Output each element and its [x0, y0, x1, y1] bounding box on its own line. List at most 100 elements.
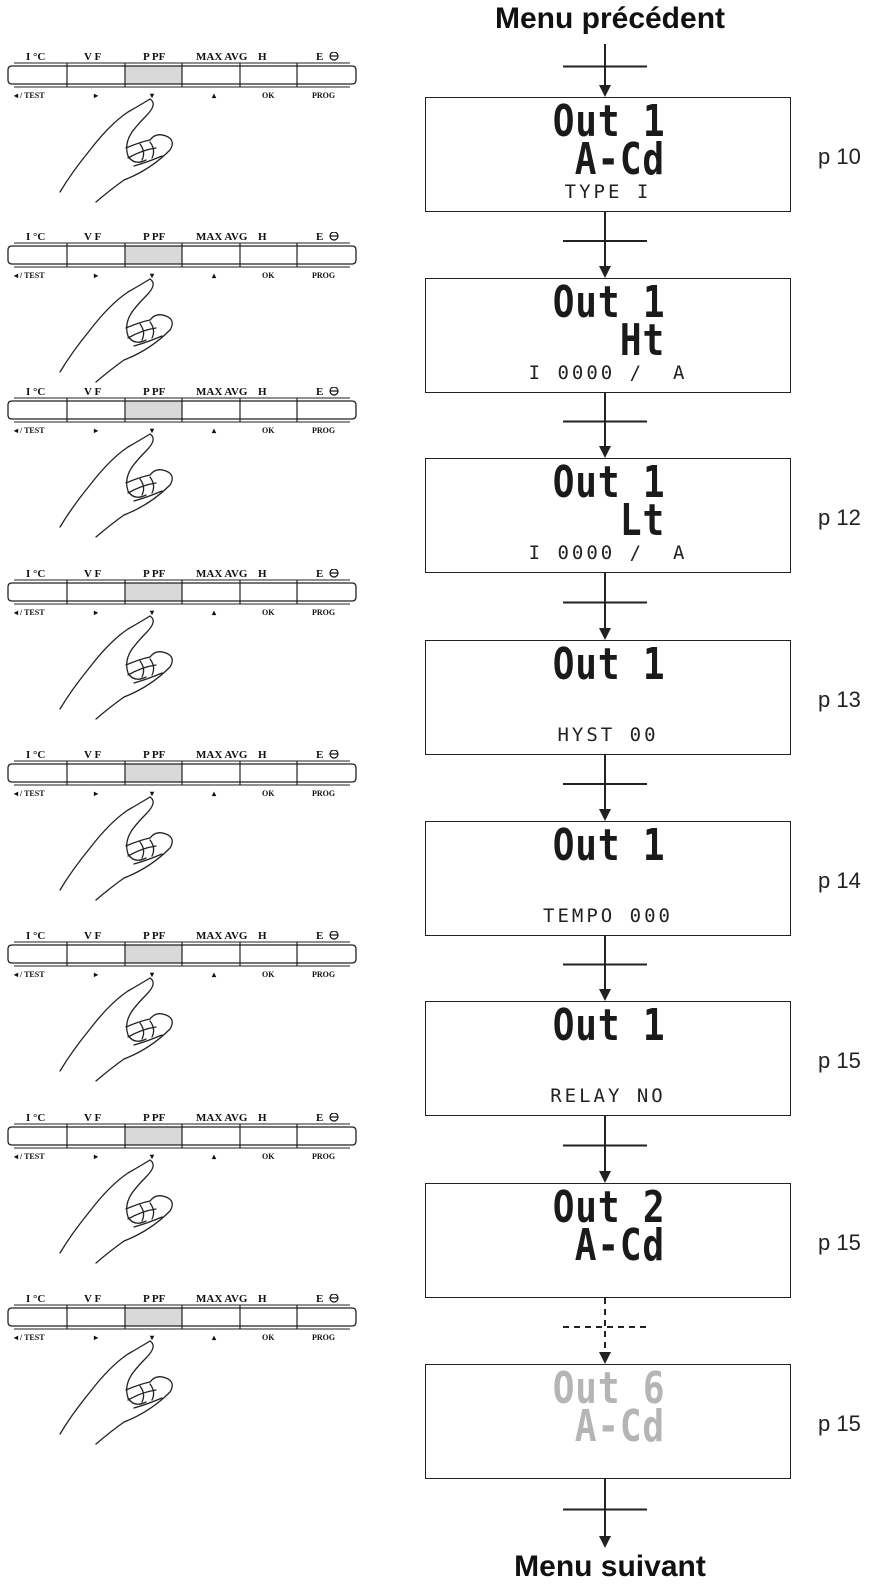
key-bottom-label: OK: [262, 789, 275, 798]
key-bottom-label: OK: [262, 426, 275, 435]
key-bottom-label: ▸: [93, 271, 99, 280]
key-bottom-label: ▴: [211, 91, 217, 100]
key-top-label: E: [316, 1113, 323, 1124]
key-top-label: P PF: [143, 569, 166, 580]
key-top-label: MAX AVG: [196, 931, 248, 942]
lcd-line-2: A-Cd: [574, 134, 665, 185]
key-top-label: V F: [84, 52, 101, 63]
key-bottom-label: ▾: [149, 608, 155, 617]
key-top-label: MAX AVG: [196, 232, 248, 243]
pointing-hand-icon: [59, 1340, 173, 1445]
page-reference: p 15: [818, 1411, 861, 1436]
key-top-label: P PF: [143, 931, 166, 942]
key-bottom-label: OK: [262, 1152, 275, 1161]
key-bottom-label: ▴: [211, 789, 217, 798]
key-bottom-label: ◂ / TEST: [13, 970, 45, 979]
key-top-label: I °C: [26, 1113, 45, 1124]
key-bottom-label: ▴: [211, 1333, 217, 1342]
key-bottom-label: ▾: [149, 91, 155, 100]
key-top-label: E: [316, 1294, 323, 1305]
key-bottom-label: ◂ / TEST: [13, 91, 45, 100]
key-top-label: P PF: [143, 387, 166, 398]
key-bottom-label: OK: [262, 91, 275, 100]
key-bottom-label: ▾: [149, 426, 155, 435]
key-bottom-label: ▴: [211, 1152, 217, 1161]
connector-arrow: [563, 573, 647, 640]
pointing-hand-icon: [59, 1159, 173, 1264]
key-top-label: I °C: [26, 232, 45, 243]
key-top-label: V F: [84, 387, 101, 398]
key-bottom-label: ◂ / TEST: [13, 426, 45, 435]
lcd-parameter-text: TYPE I: [564, 181, 652, 203]
key-top-label: I °C: [26, 750, 45, 761]
connector-arrow: [563, 936, 647, 1001]
page-reference: p 14: [818, 868, 861, 893]
key-top-label: H: [258, 1113, 267, 1124]
key-top-label: I °C: [26, 569, 45, 580]
key-top-label: H: [258, 52, 267, 63]
key-top-label: V F: [84, 232, 101, 243]
pointing-hand-icon: [59, 98, 173, 203]
key-top-label: V F: [84, 569, 101, 580]
key-top-label: E: [316, 750, 323, 761]
connector-arrow: [563, 44, 647, 97]
key-top-label: H: [258, 569, 267, 580]
key-top-label: V F: [84, 1294, 101, 1305]
lcd-parameter-text: I 0000 / A: [528, 542, 688, 564]
key-bottom-label: ◂ / TEST: [13, 271, 45, 280]
lcd-parameter-text: TEMPO 000: [543, 905, 673, 927]
key-top-label: E: [316, 232, 323, 243]
lcd-line-1: Out 1: [552, 639, 665, 690]
key-bottom-label: PROG: [312, 91, 335, 100]
lcd-parameter-text: HYST 00: [557, 724, 659, 746]
next-menu-heading: Menu suivant: [514, 1550, 706, 1583]
key-top-label: E: [316, 569, 323, 580]
key-top-label: I °C: [26, 387, 45, 398]
key-top-label: I °C: [26, 1294, 45, 1305]
key-bottom-label: ▸: [93, 1152, 99, 1161]
previous-menu-heading: Menu précédent: [494, 2, 726, 35]
pointing-hand-icon: [59, 796, 173, 901]
key-bottom-label: PROG: [312, 271, 335, 280]
key-top-label: H: [258, 1294, 267, 1305]
key-top-label: P PF: [143, 52, 166, 63]
lcd-display: Out 1 HYST 00: [425, 640, 791, 755]
page-reference: p 15: [818, 1048, 861, 1073]
key-bottom-label: ▾: [149, 789, 155, 798]
lcd-line-1: Out 1: [552, 1000, 665, 1051]
connector-arrow: [563, 1479, 647, 1548]
key-bottom-label: PROG: [312, 1152, 335, 1161]
key-bottom-label: ▾: [149, 271, 155, 280]
connector-arrow: [563, 1116, 647, 1183]
connector-arrow: [563, 212, 647, 278]
connector-arrow: [563, 393, 647, 458]
pointing-hand-icon: [59, 433, 173, 538]
key-top-label: MAX AVG: [196, 387, 248, 398]
key-top-label: H: [258, 232, 267, 243]
page-reference: p 10: [818, 144, 861, 169]
key-top-label: V F: [84, 931, 101, 942]
key-bottom-label: PROG: [312, 426, 335, 435]
key-top-label: E: [316, 931, 323, 942]
key-top-label: E: [316, 387, 323, 398]
key-bottom-label: ▸: [93, 970, 99, 979]
pointing-hand-icon: [59, 278, 173, 383]
page-reference: p 15: [818, 1230, 861, 1255]
key-top-label: MAX AVG: [196, 52, 248, 63]
page-reference: p 13: [818, 687, 861, 712]
pointing-hand-icon: [59, 977, 173, 1082]
key-bottom-label: ▾: [149, 1333, 155, 1342]
key-bottom-label: ▾: [149, 1152, 155, 1161]
key-bottom-label: OK: [262, 970, 275, 979]
